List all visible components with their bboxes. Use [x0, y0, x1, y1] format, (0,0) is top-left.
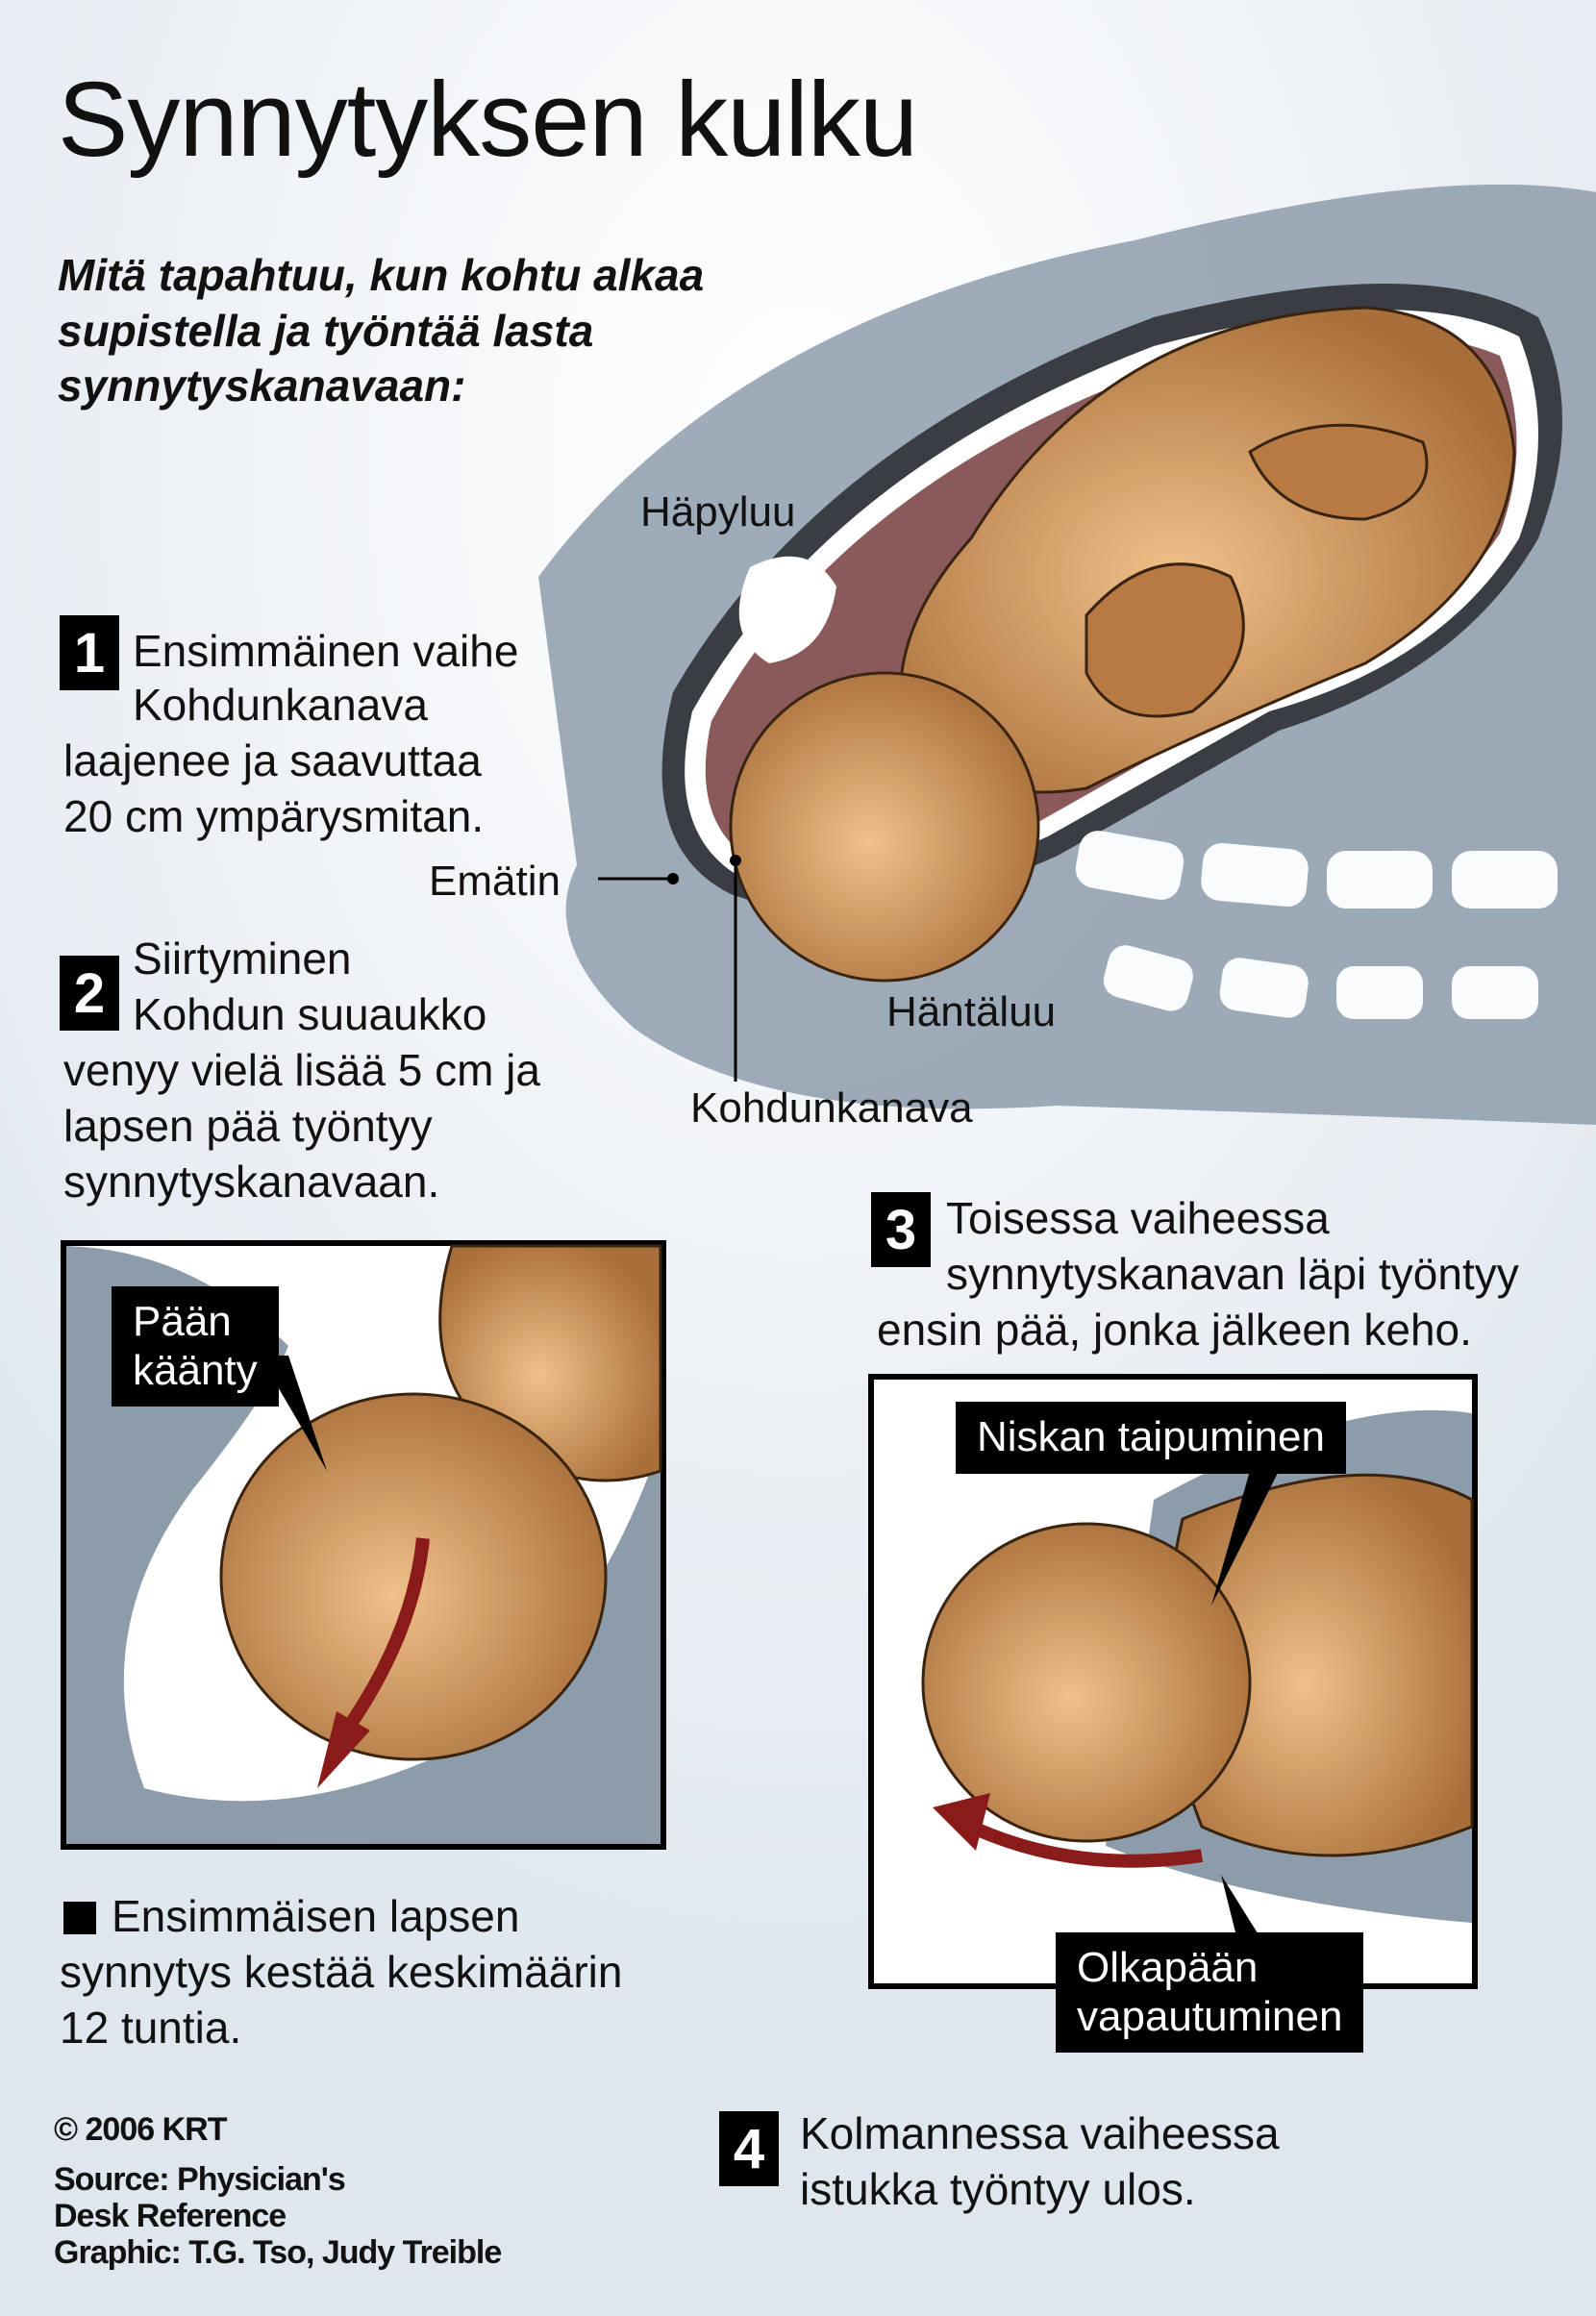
callout-line: Pään [133, 1298, 232, 1345]
subtitle-line: synnytyskanavaan: [58, 361, 466, 411]
callout-niskan-taipuminen: Niskan taipuminen [956, 1402, 1346, 1474]
step-2-line: Siirtyminen [133, 934, 352, 984]
step-3-line: ensin pää, jonka jälkeen keho. [877, 1305, 1472, 1355]
step-2-line: synnytyskanavaan. [63, 1157, 440, 1207]
step-3-number: 3 [871, 1192, 931, 1267]
credit-copyright: © 2006 KRT [54, 2111, 227, 2148]
step-2-number: 2 [60, 956, 119, 1031]
step-2-line: lapsen pää työntyy [63, 1101, 433, 1151]
subtitle: Mitä tapahtuu, kun kohtu alkaa supistell… [58, 248, 788, 414]
callout-olkapaan-vapautuminen: Olkapään vapautuminen [1056, 1932, 1364, 2054]
step-1-line: 20 cm ympärysmitan. [63, 791, 485, 841]
step-1-line: laajenee ja saavuttaa [63, 735, 482, 785]
subtitle-line: supistella ja työntää lasta [58, 305, 594, 356]
callout-paan-kaanty: Pään käänty [112, 1286, 279, 1407]
label-hapyluu: Häpyluu [640, 488, 796, 535]
credit-graphic: Graphic: T.G. Tso, Judy Treible [54, 2234, 502, 2271]
step-1-line: Kohdunkanava [133, 680, 428, 730]
callout-line: käänty [133, 1346, 258, 1394]
fetus-illustration [729, 306, 1516, 983]
step-4-line: istukka työntyy ulos. [800, 2164, 1196, 2214]
credit-source: Desk Reference [54, 2198, 287, 2234]
step-1-line: Ensimmäinen vaihe [133, 626, 519, 676]
label-kohdunkanava: Kohdunkanava [690, 1084, 973, 1132]
step-4-line: Kolmannessa vaiheessa [800, 2108, 1280, 2158]
step-3-line: Toisessa vaiheessa [946, 1193, 1330, 1243]
step-2-line: venyy vielä lisää 5 cm ja [63, 1045, 540, 1095]
note-line: synnytys kestää keskimäärin [60, 1947, 623, 1997]
label-ematin: Emätin [429, 858, 561, 905]
note-line: Ensimmäisen lapsen [112, 1891, 520, 1941]
panel-neck-bending [868, 1374, 1478, 1989]
page-title: Synnytyksen kulku [58, 61, 918, 179]
callout-line: vapautuminen [1077, 1992, 1343, 2040]
subtitle-line: Mitä tapahtuu, kun kohtu alkaa [58, 250, 705, 300]
step-1-number: 1 [60, 615, 119, 690]
step-3-line: synnytyskanavan läpi työntyy [946, 1249, 1519, 1299]
callout-line: Olkapään [1077, 1944, 1259, 1991]
step-4-number: 4 [719, 2111, 779, 2186]
note-line: 12 tuntia. [60, 2003, 242, 2053]
label-hantaluu: Häntäluu [886, 988, 1057, 1035]
step-2-line: Kohdun suuaukko [133, 989, 487, 1039]
credit-source: Source: Physician's [54, 2161, 346, 2198]
bullet-square [63, 1902, 96, 1934]
